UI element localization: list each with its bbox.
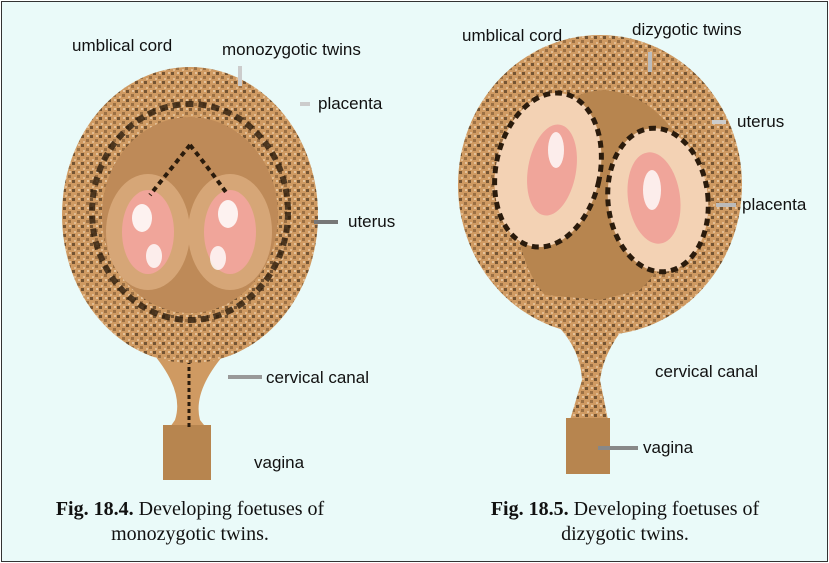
left-twins-label: monozygotic twins: [222, 40, 361, 60]
right-vagina-label: vagina: [643, 438, 693, 458]
left-cervical-canal-label: cervical canal: [266, 368, 369, 388]
right-caption-line2: dizygotic twins.: [561, 523, 689, 545]
left-figure-caption: Fig. 18.4. Developing foetuses of monozy…: [20, 497, 360, 547]
right-cervical-canal-label: cervical canal: [655, 362, 758, 382]
left-caption-line2: monozygotic twins.: [111, 523, 269, 545]
monozygotic-uterus-diagram: [62, 66, 338, 480]
left-caption-line1: Developing foetuses of: [139, 498, 325, 520]
left-placenta-label: placenta: [318, 94, 382, 114]
dizygotic-uterus-diagram: [458, 35, 742, 474]
right-uterus-label: uterus: [737, 112, 784, 132]
right-placenta-label: placenta: [742, 195, 806, 215]
left-caption-number: Fig. 18.4.: [56, 498, 134, 520]
right-twins-label: dizygotic twins: [632, 20, 742, 40]
right-umbilical-cord-label: umblical cord: [462, 26, 562, 46]
left-umbilical-cord-label: umblical cord: [72, 36, 172, 56]
right-figure-caption: Fig. 18.5. Developing foetuses of dizygo…: [440, 497, 810, 547]
left-foetus-1: [122, 190, 174, 274]
right-caption-number: Fig. 18.5.: [491, 498, 569, 520]
left-vagina-shape: [163, 425, 211, 480]
right-caption-line1: Developing foetuses of: [574, 498, 760, 520]
left-vagina-label: vagina: [254, 453, 304, 473]
left-uterus-label: uterus: [348, 212, 395, 232]
left-foetus-2: [204, 190, 256, 274]
